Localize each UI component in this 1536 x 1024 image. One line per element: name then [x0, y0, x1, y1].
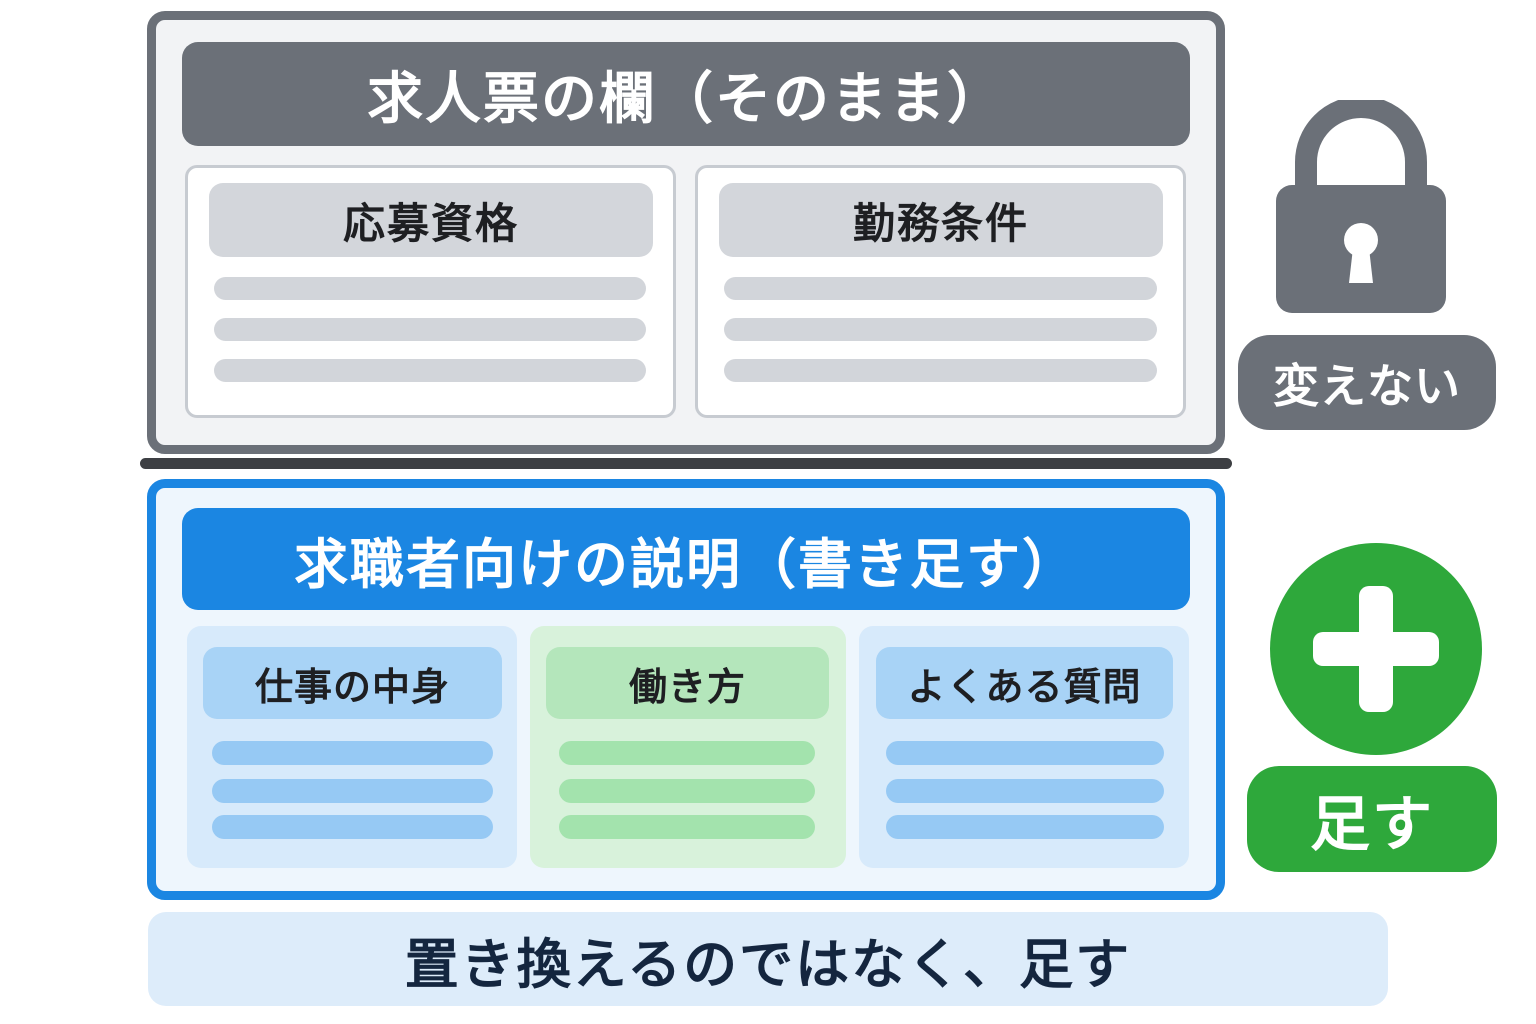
placeholder-line: [559, 815, 815, 839]
card-faq-label: よくある質問: [876, 647, 1173, 719]
placeholder-line: [724, 277, 1157, 300]
placeholder-line: [214, 277, 646, 300]
plus-icon: [1270, 543, 1482, 755]
keep-unchanged-badge: 変えない: [1238, 335, 1496, 430]
placeholder-line: [212, 815, 493, 839]
placeholder-line: [559, 779, 815, 803]
section-divider: [140, 458, 1232, 469]
placeholder-line: [212, 779, 493, 803]
footer-message-box: 置き換えるのではなく、足す: [148, 912, 1388, 1006]
card-job-content-label: 仕事の中身: [203, 647, 502, 719]
placeholder-line: [886, 741, 1164, 765]
card-work-style-label: 働き方: [546, 647, 829, 719]
placeholder-line: [886, 815, 1164, 839]
placeholder-line: [214, 318, 646, 341]
placeholder-line: [214, 359, 646, 382]
placeholder-line: [212, 741, 493, 765]
add-badge: 足す: [1247, 766, 1497, 872]
card-qualifications-label: 応募資格: [209, 183, 653, 257]
lock-icon: [1266, 96, 1456, 320]
placeholder-line: [724, 318, 1157, 341]
applicant-explanation-header: 求職者向けの説明（書き足す）: [182, 508, 1190, 610]
placeholder-line: [559, 741, 815, 765]
card-work-conditions-label: 勤務条件: [719, 183, 1163, 257]
footer-message: 置き換えるのではなく、足す: [404, 932, 1132, 996]
placeholder-line: [724, 359, 1157, 382]
job-posting-header: 求人票の欄（そのまま）: [182, 42, 1190, 146]
placeholder-line: [886, 779, 1164, 803]
